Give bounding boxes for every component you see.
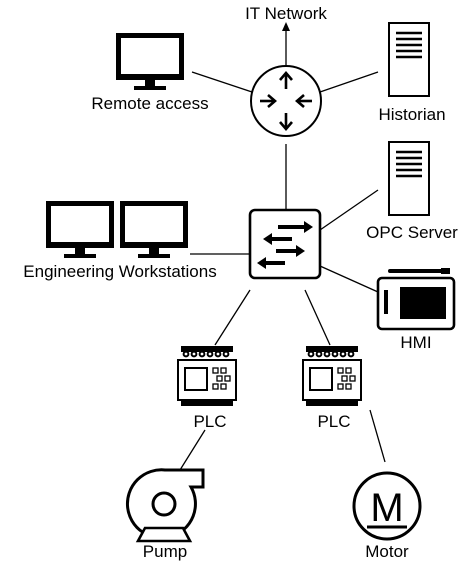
link-switch-opc	[319, 189, 379, 231]
motor-icon[interactable]: M	[352, 471, 422, 541]
opc-server-label: OPC Server	[366, 223, 458, 242]
plc-left-label: PLC	[193, 412, 226, 431]
plc-icon[interactable]	[177, 346, 237, 406]
plc-icon[interactable]	[302, 346, 362, 406]
motor-symbol: M	[370, 486, 403, 530]
remote-access-label: Remote access	[91, 94, 208, 113]
hmi-label: HMI	[400, 333, 431, 352]
router-icon[interactable]	[250, 65, 322, 137]
pump-label: Pump	[143, 542, 187, 561]
connections	[179, 22, 386, 471]
remote-access-monitor-icon[interactable]	[116, 33, 184, 90]
plc-right-label: PLC	[317, 412, 350, 431]
hmi-icon[interactable]	[376, 268, 456, 331]
it-network-label: IT Network	[245, 4, 327, 23]
link-switch-plc-left	[214, 289, 251, 346]
opc-server-icon[interactable]	[388, 141, 430, 216]
link-switch-hmi	[319, 265, 379, 293]
link-switch-plc-right	[304, 289, 331, 346]
motor-label: Motor	[365, 542, 409, 561]
link-plc-pump	[179, 429, 206, 471]
arrow-up-icon	[282, 22, 290, 31]
switch-icon[interactable]	[248, 208, 322, 280]
workstation-monitor-icon[interactable]	[120, 201, 188, 258]
engineering-workstations-label: Engineering Workstations	[23, 262, 216, 281]
pump-icon[interactable]	[125, 468, 205, 543]
workstation-monitor-icon[interactable]	[46, 201, 114, 258]
historian-server-icon[interactable]	[388, 22, 430, 97]
link-router-remote	[191, 71, 253, 93]
link-router-historian	[319, 71, 379, 93]
link-plc-motor	[369, 409, 386, 463]
historian-label: Historian	[378, 105, 445, 124]
